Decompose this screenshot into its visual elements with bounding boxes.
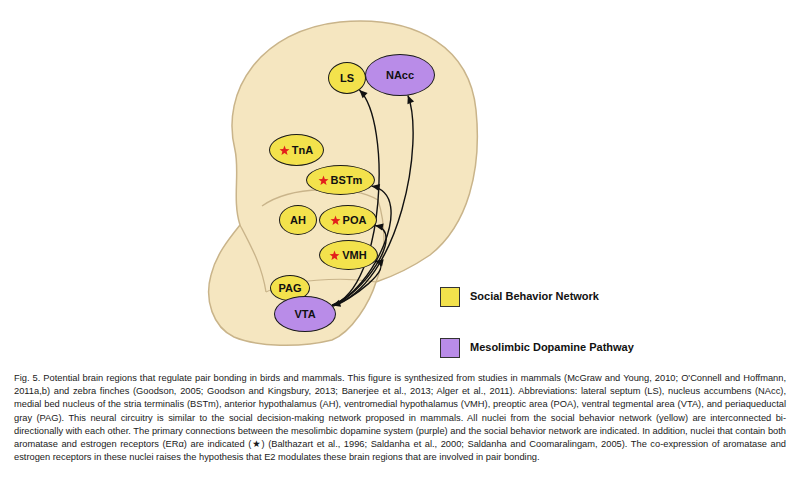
nucleus-label: VTA — [294, 308, 315, 320]
arrowhead — [359, 90, 367, 98]
node-content: BSTm — [318, 174, 363, 186]
star-shape — [330, 250, 340, 259]
figure-caption: Fig. 5. Potential brain regions that reg… — [14, 372, 786, 464]
arrowhead — [407, 96, 414, 105]
cerebellum-outline — [240, 225, 266, 292]
nucleus-label: NAcc — [386, 69, 414, 81]
legend-swatch — [440, 287, 460, 307]
estrogen-star — [330, 215, 341, 226]
brain-outline — [209, 21, 478, 345]
star-shape — [330, 215, 340, 224]
nucleus-label: POA — [343, 214, 367, 226]
arrowhead — [375, 223, 384, 230]
social-nucleus: BSTm — [306, 165, 375, 195]
nucleus-label: LS — [340, 72, 354, 84]
legend-label: Mesolimbic Dopamine Pathway — [470, 341, 634, 353]
projection-arrow — [332, 96, 414, 307]
node-content: TnA — [279, 144, 313, 156]
nucleus-label: AH — [290, 214, 306, 226]
social-nucleus: AH — [279, 205, 317, 235]
estrogen-star — [318, 175, 329, 186]
node-content: LS — [340, 72, 354, 84]
node-content: VTA — [294, 308, 315, 320]
legend-swatch — [440, 338, 460, 358]
node-content: NAcc — [386, 69, 414, 81]
star-shape — [318, 175, 328, 184]
social-nucleus: VMH — [319, 240, 378, 270]
star-shape — [279, 145, 289, 154]
nucleus-label: PAG — [278, 282, 301, 294]
social-nucleus: POA — [319, 205, 377, 235]
nucleus-label: BSTm — [331, 174, 363, 186]
node-content: AH — [290, 214, 306, 226]
projection-line — [332, 96, 413, 306]
nucleus-label: TnA — [292, 144, 313, 156]
node-content: POA — [330, 214, 367, 226]
diencephalon-outline — [262, 189, 384, 282]
projection-arrow — [332, 90, 379, 305]
estrogen-star — [329, 250, 340, 261]
dopamine-nucleus: VTA — [274, 296, 336, 332]
social-nucleus: LS — [328, 62, 366, 94]
estrogen-star — [279, 145, 290, 156]
nucleus-label: VMH — [342, 249, 366, 261]
social-nucleus: TnA — [269, 134, 324, 166]
dopamine-nucleus: NAcc — [365, 54, 435, 96]
arrowhead — [375, 259, 384, 266]
node-content: VMH — [329, 249, 366, 261]
node-content: PAG — [278, 282, 301, 294]
projection-line — [332, 90, 379, 305]
legend-label: Social Behavior Network — [470, 290, 599, 302]
